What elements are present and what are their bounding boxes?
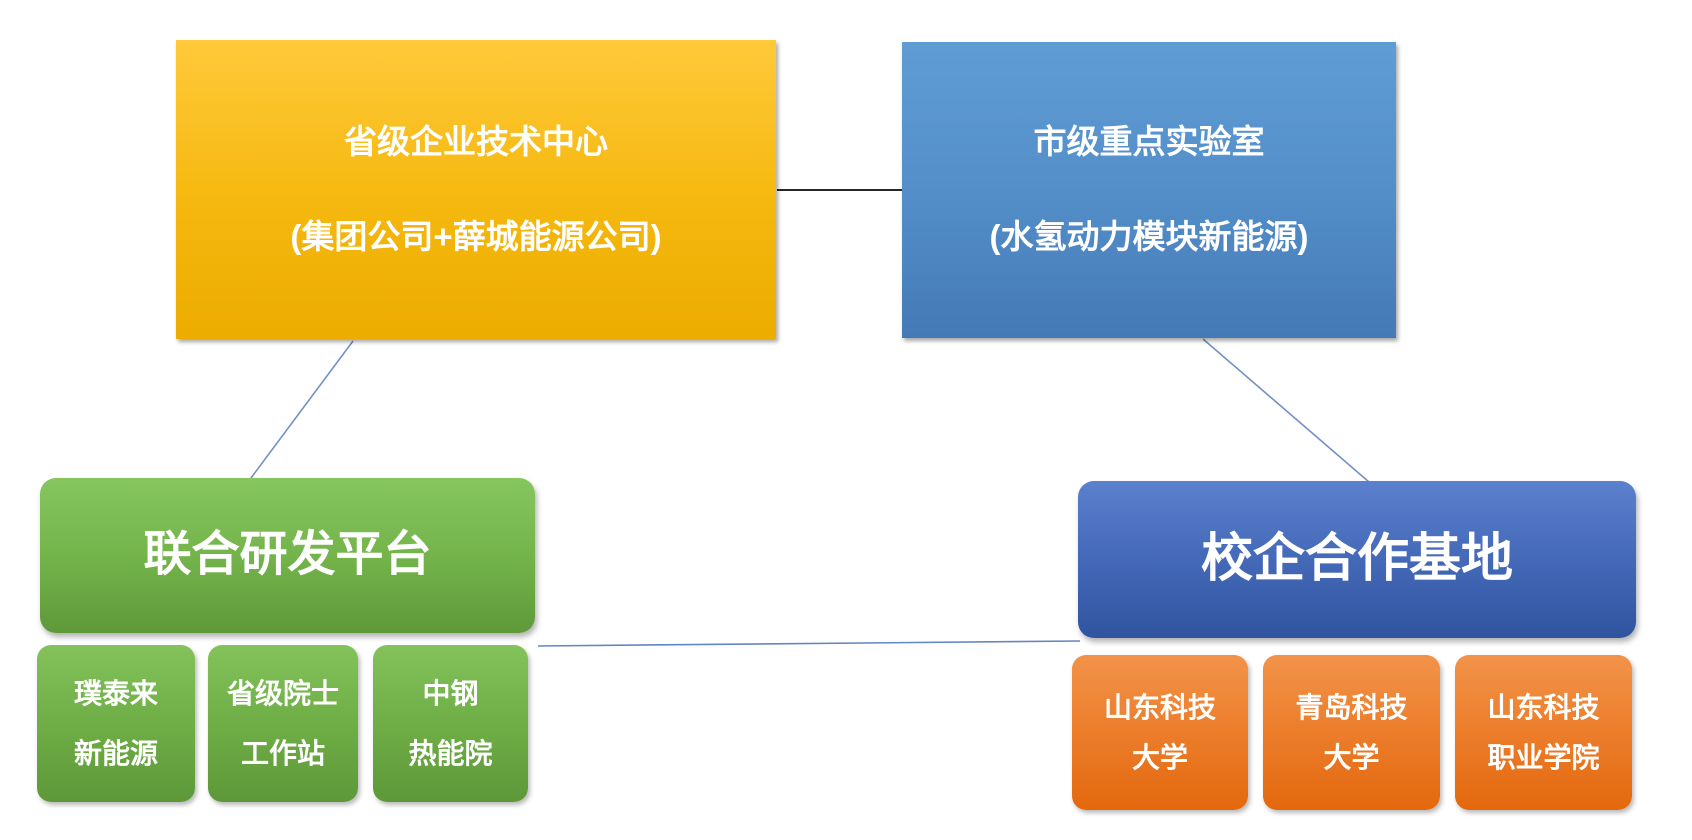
qingdao-ust-line1: 青岛科技 xyxy=(1295,692,1408,724)
provincial-tech-center-title: 省级企业技术中心 xyxy=(344,122,608,160)
municipal-key-lab-subtitle: (水氢动力模块新能源) xyxy=(989,218,1309,255)
node-school-enterprise-base: 校企合作基地 xyxy=(1078,481,1636,638)
node-municipal-key-lab: 市级重点实验室 (水氢动力模块新能源) xyxy=(902,42,1396,338)
node-qingdao-ust: 青岛科技 大学 xyxy=(1263,655,1440,810)
node-shandong-vocational-college: 山东科技 职业学院 xyxy=(1455,655,1632,810)
school-enterprise-base-label: 校企合作基地 xyxy=(1200,530,1513,589)
putailai-line2: 新能源 xyxy=(73,738,158,769)
node-shandong-ust: 山东科技 大学 xyxy=(1072,655,1248,810)
connector-techcenter-platform xyxy=(250,340,354,479)
municipal-key-lab-title: 市级重点实验室 xyxy=(1033,123,1265,161)
shandong-vocational-line2: 职业学院 xyxy=(1487,741,1600,773)
joint-rd-platform-label: 联合研发平台 xyxy=(143,528,432,582)
node-joint-rd-platform: 联合研发平台 xyxy=(40,478,535,633)
node-provincial-tech-center: 省级企业技术中心 (集团公司+薛城能源公司) xyxy=(176,40,776,339)
connector-keylab-base xyxy=(1202,338,1370,483)
node-sinosteel-thermal-institute: 中钢 热能院 xyxy=(373,645,528,802)
shandong-ust-line2: 大学 xyxy=(1131,741,1188,773)
shandong-ust-line1: 山东科技 xyxy=(1103,692,1216,724)
node-putailai-new-energy: 璞泰来 新能源 xyxy=(37,645,195,802)
putailai-line1: 璞泰来 xyxy=(73,677,158,709)
qingdao-ust-line2: 大学 xyxy=(1323,741,1380,773)
sinosteel-line2: 热能院 xyxy=(408,738,493,769)
academician-workstation-line1: 省级院士 xyxy=(226,677,339,709)
shandong-vocational-line1: 山东科技 xyxy=(1487,692,1600,724)
provincial-tech-center-subtitle: (集团公司+薛城能源公司) xyxy=(290,217,662,255)
academician-workstation-line2: 工作站 xyxy=(240,738,325,769)
node-academician-workstation: 省级院士 工作站 xyxy=(208,645,358,802)
connector-platform-base xyxy=(537,640,1081,647)
sinosteel-line1: 中钢 xyxy=(422,677,479,709)
